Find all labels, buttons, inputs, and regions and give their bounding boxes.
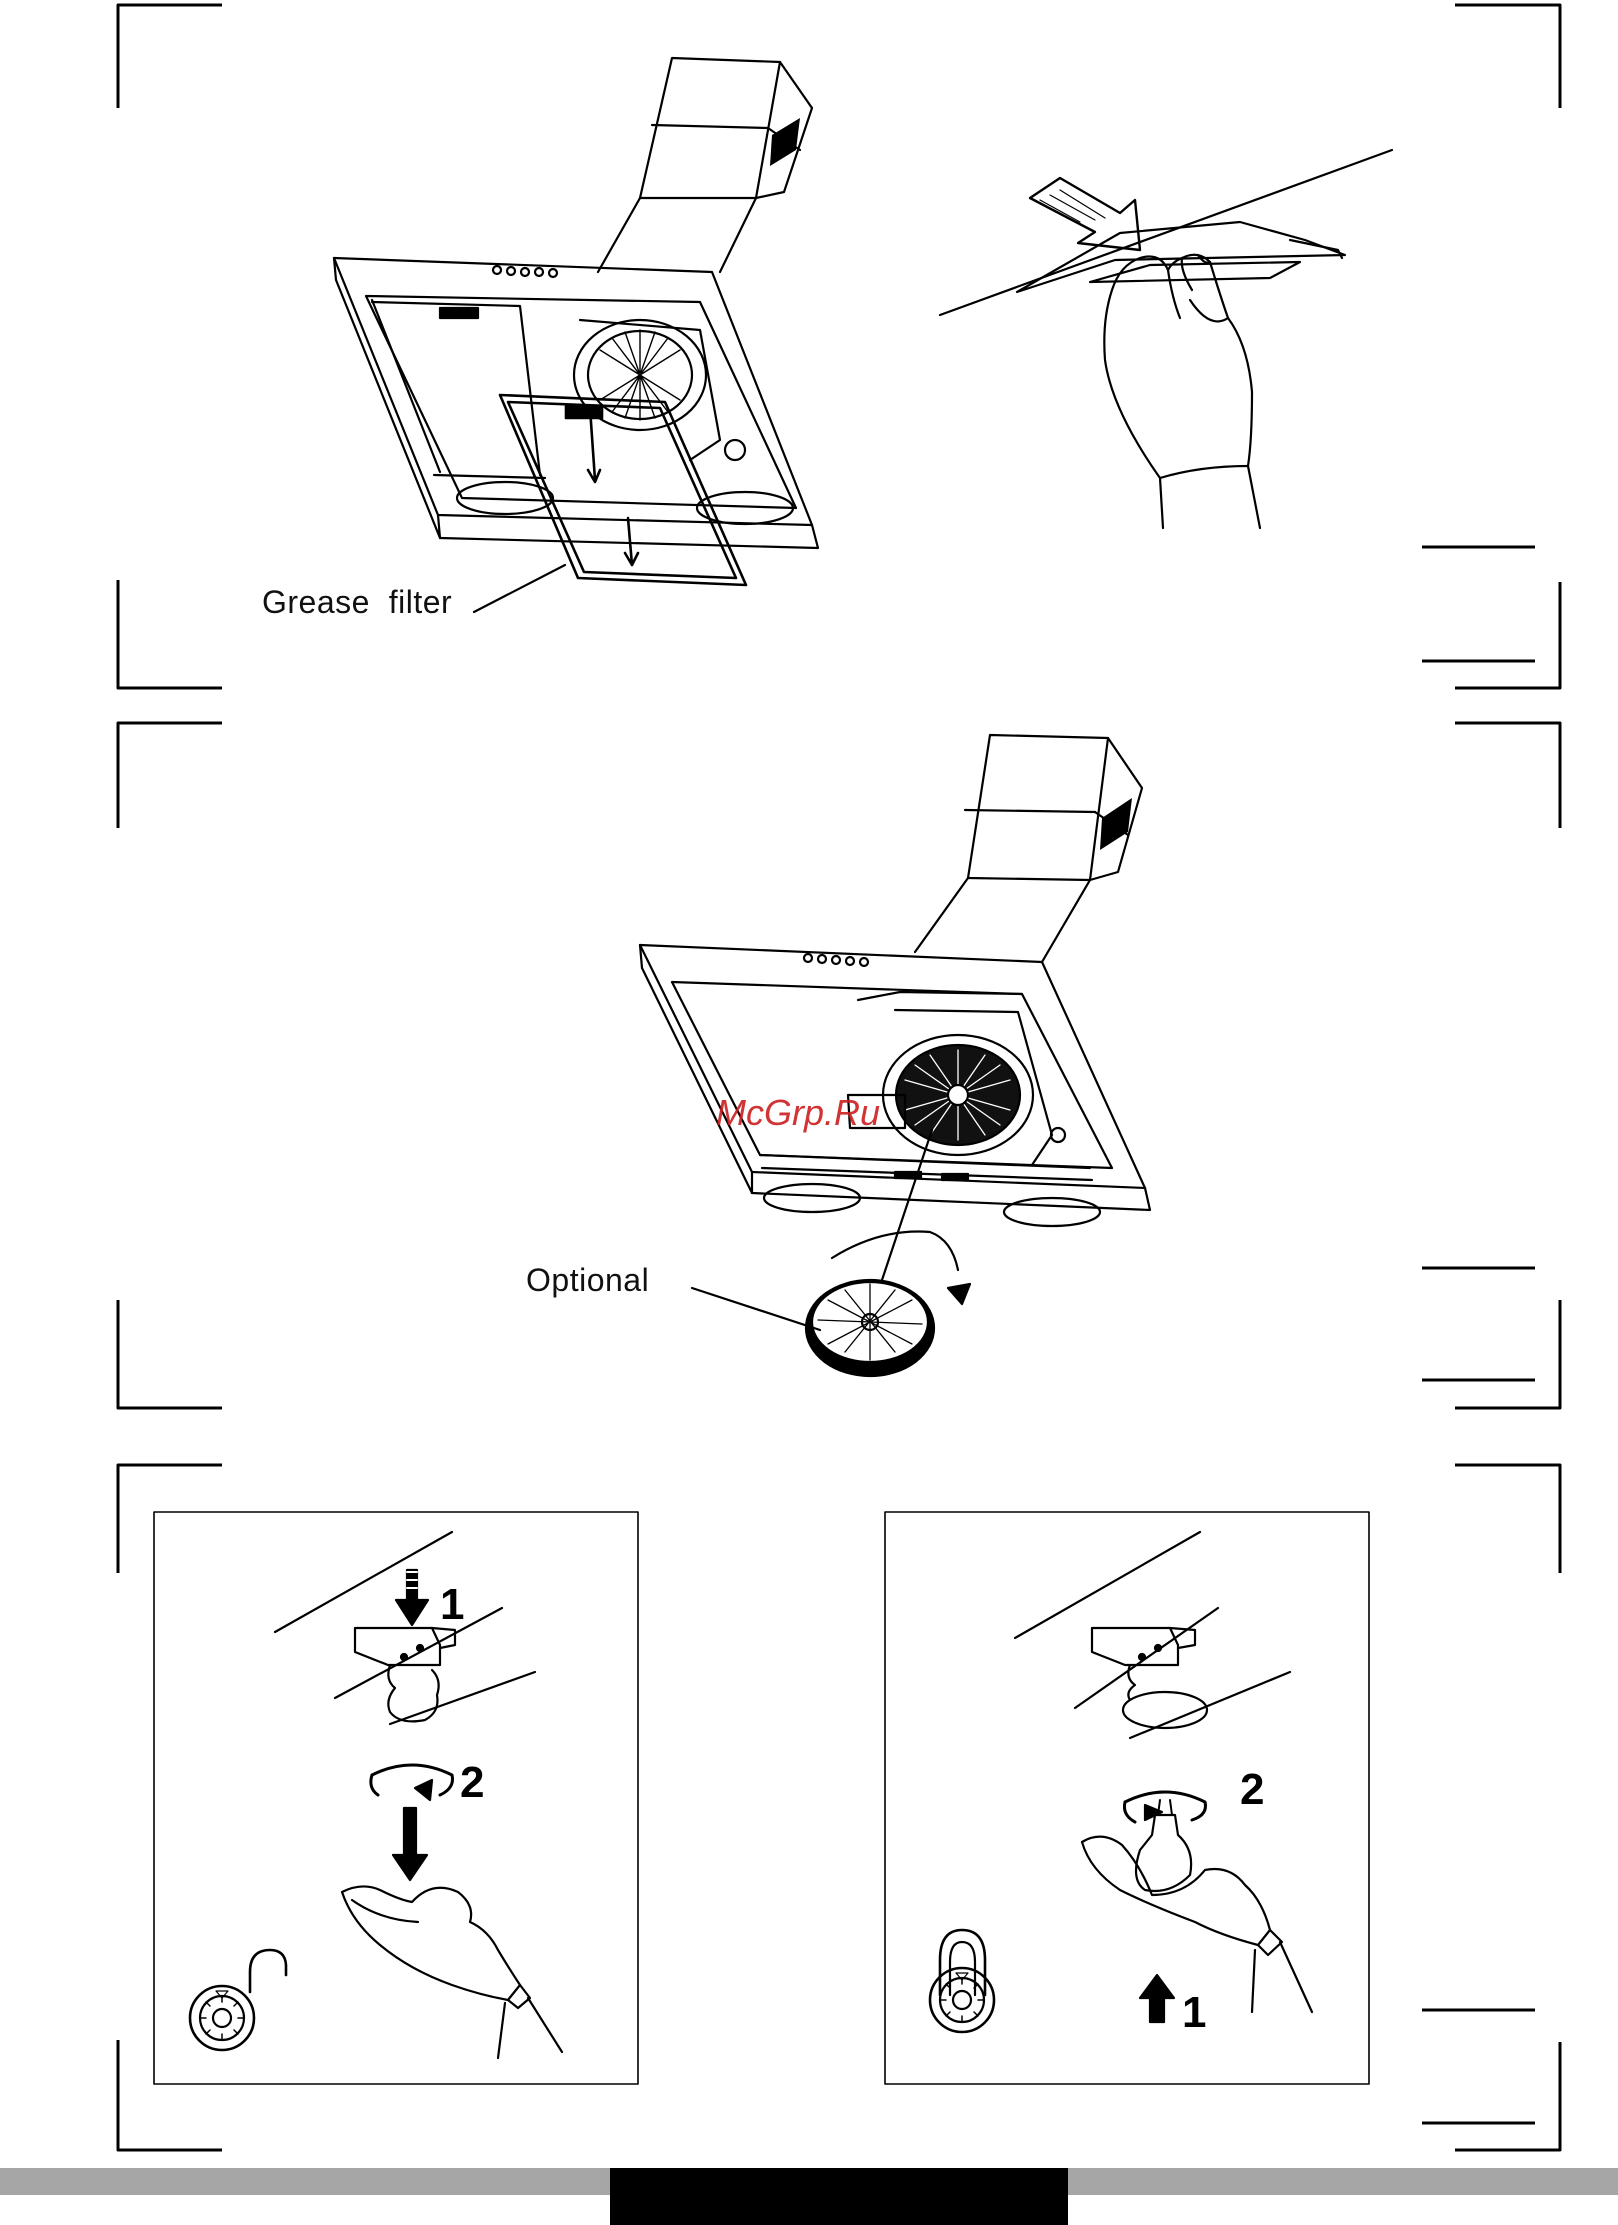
panel-lock	[885, 1512, 1369, 2084]
left-step-2-number: 2	[460, 1758, 484, 1808]
control-buttons	[804, 954, 868, 966]
grease-filter-panel	[500, 395, 746, 585]
padlock-closed-icon	[930, 1930, 994, 2032]
padlock-open-icon	[190, 1950, 286, 2050]
crop-marks	[118, 5, 1560, 2150]
optional-label: Optional	[526, 1262, 649, 1299]
left-step-1-number: 1	[440, 1580, 464, 1630]
right-step-2-number: 2	[1240, 1765, 1264, 1815]
right-step-1-number: 1	[1182, 1988, 1206, 2038]
panel-unlock	[154, 1512, 638, 2084]
grease-filter-label: Grease filter	[262, 584, 452, 621]
hand-pressing-latch-illustration	[940, 150, 1392, 528]
footer-bar	[0, 2168, 1618, 2225]
carbon-filter-disk	[806, 1280, 934, 1376]
hood-illustration-carbon-filter	[640, 735, 1150, 1376]
optional-leader-line	[692, 1288, 820, 1330]
control-buttons	[493, 266, 557, 277]
hood-illustration-filter-removal	[334, 58, 818, 585]
grease-filter-leader-line	[474, 565, 565, 612]
watermark: McGrp.Ru	[716, 1092, 880, 1134]
